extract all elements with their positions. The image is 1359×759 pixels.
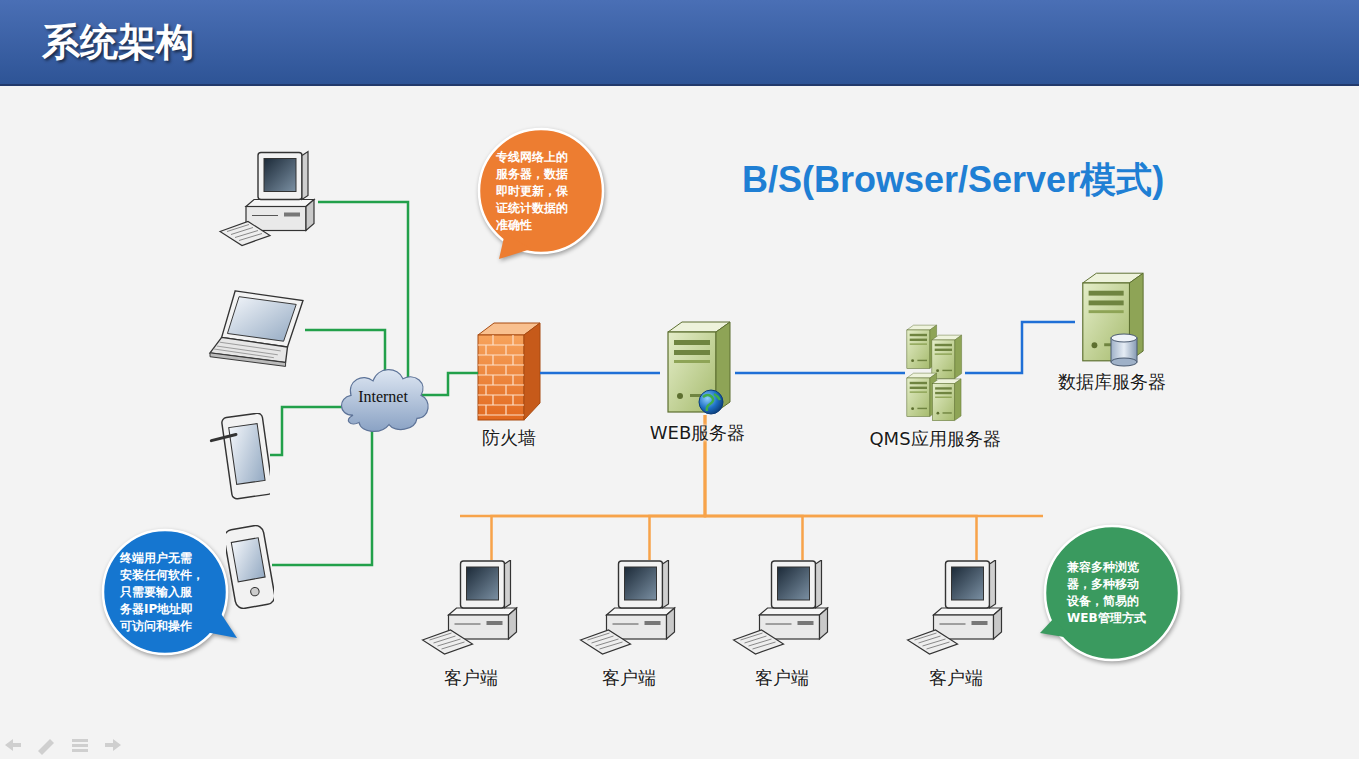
device-label: WEB服务器: [650, 423, 746, 443]
network-link: [965, 322, 1075, 373]
database-server-icon: [1083, 273, 1143, 366]
page-title: 系统架构: [42, 19, 194, 65]
callout-tail: [200, 609, 237, 638]
callout-text: 兼容多种浏览 器，多种移动 设备，简易的 WEB管理方式: [1067, 559, 1157, 627]
device-label: 防火墙: [482, 428, 536, 448]
client-icon: [908, 560, 1002, 654]
laptop-icon: [210, 291, 303, 367]
callout-text: 专线网络上的 服务器，数据 即时更新，保 证统计数据的 准确性: [496, 149, 586, 234]
firewall-node: 防火墙: [478, 323, 540, 420]
client-icon: [734, 560, 828, 654]
slide-nav-icons: [5, 739, 121, 755]
callout-circle: [1045, 526, 1179, 660]
mode-heading: B/S(Browser/Server模式): [742, 158, 1164, 202]
desktop-icon: [220, 152, 314, 246]
header-bar: 系统架构: [0, 0, 1359, 86]
firewall-icon: [478, 323, 540, 420]
callout-circle: [479, 129, 603, 253]
note-callout: 兼容多种浏览 器，多种移动 设备，简易的 WEB管理方式: [1040, 522, 1186, 664]
callout-text-box: 终端用户无需 安装任何软件， 只需要输入服 务器IP地址即 可访问和操作: [103, 530, 227, 654]
phone-icon: [223, 524, 276, 610]
network-link: [735, 372, 905, 375]
wire: [272, 425, 372, 565]
callout-circle: [103, 530, 227, 654]
client-node: 客户端: [903, 560, 1008, 655]
callout-tail: [1040, 618, 1070, 638]
cloud-outline: [341, 370, 428, 432]
device-label: 客户端: [602, 668, 656, 688]
tablet-icon: [211, 413, 273, 500]
device-label: QMS应用服务器: [869, 429, 1000, 449]
app-server-cluster-icon: [907, 325, 962, 420]
client-icon: [581, 560, 675, 654]
network-link: [540, 372, 660, 375]
wire: [318, 202, 408, 385]
callout-bubble: [1040, 522, 1186, 664]
web-server-node: WEB服务器: [660, 320, 735, 415]
database-server-node: 数据库服务器: [1075, 270, 1148, 365]
note-callout: 专线网络上的 服务器，数据 即时更新，保 证统计数据的 准确性: [475, 125, 607, 260]
device-label: 客户端: [929, 668, 983, 688]
client-icon: [423, 560, 517, 654]
callout-text-box: 专线网络上的 服务器，数据 即时更新，保 证统计数据的 准确性: [479, 129, 603, 253]
cloud-label: Internet: [358, 388, 408, 406]
wire: [270, 407, 345, 455]
wire: [305, 330, 385, 375]
internet-cloud: Internet: [333, 358, 433, 436]
device-label: 客户端: [755, 668, 809, 688]
web-server-icon: [668, 322, 730, 414]
cloud-text-box: Internet: [333, 358, 433, 436]
callout-text-box: 兼容多种浏览 器，多种移动 设备，简易的 WEB管理方式: [1045, 526, 1179, 660]
left-devices: [210, 152, 314, 610]
client-node: 客户端: [729, 560, 834, 655]
device-label: 客户端: [444, 668, 498, 688]
network-link: [421, 373, 478, 395]
callout-text: 终端用户无需 安装任何软件， 只需要输入服 务器IP地址即 可访问和操作: [120, 550, 210, 635]
device-label: 数据库服务器: [1058, 372, 1166, 392]
client-icons: [423, 560, 1002, 654]
app-server-node: QMS应用服务器: [905, 322, 965, 422]
client-node: 客户端: [418, 560, 523, 655]
note-callout: 终端用户无需 安装任何软件， 只需要输入服 务器IP地址即 可访问和操作: [100, 527, 250, 662]
callout-tail: [499, 233, 531, 259]
client-node: 客户端: [576, 560, 681, 655]
